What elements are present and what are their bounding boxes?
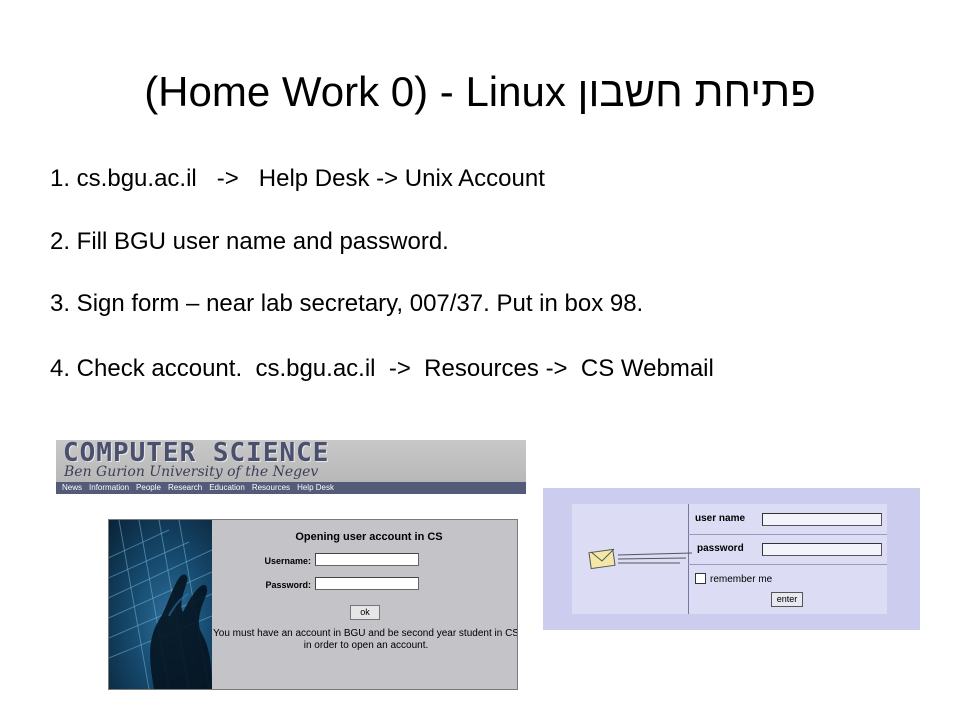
password-label: Password: xyxy=(265,580,311,590)
webmail-row-divider xyxy=(688,564,887,565)
keyboard-hand-photo xyxy=(109,520,212,689)
nav-research[interactable]: Research xyxy=(167,483,203,492)
nav-information[interactable]: Information xyxy=(89,483,130,492)
username-input[interactable] xyxy=(315,553,419,566)
form-note: You must have an account in BGU and be s… xyxy=(213,628,518,651)
webmail-password-input[interactable] xyxy=(762,543,882,556)
password-input[interactable] xyxy=(315,577,419,590)
keyboard-hand-illustration xyxy=(109,520,212,689)
remember-me-label: remember me xyxy=(710,574,773,585)
cs-nav-bar: News Information People Research Educati… xyxy=(56,482,526,494)
ok-button[interactable]: ok xyxy=(350,605,380,620)
webmail-divider xyxy=(688,504,689,614)
webmail-row-divider xyxy=(688,534,887,535)
nav-resources[interactable]: Resources xyxy=(251,483,291,492)
enter-button[interactable]: enter xyxy=(771,592,803,607)
webmail-user-label: user name xyxy=(695,513,746,524)
envelope-icon xyxy=(588,544,698,574)
cs-subtitle: Ben Gurion University of the Negev xyxy=(64,464,319,480)
username-label: Username: xyxy=(264,556,311,566)
nav-people[interactable]: People xyxy=(136,483,161,492)
form-title: Opening user account in CS xyxy=(295,531,443,543)
step-2: 2. Fill BGU user name and password. xyxy=(50,228,449,255)
step-4: 4. Check account. cs.bgu.ac.il -> Resour… xyxy=(50,355,714,382)
webmail-password-label: password xyxy=(697,543,744,554)
account-form-panel: Opening user account in CS Username: Pas… xyxy=(108,519,518,690)
remember-me-checkbox[interactable] xyxy=(695,573,706,584)
cs-logo: COMPUTER SCIENCE xyxy=(63,440,330,468)
nav-help-desk[interactable]: Help Desk xyxy=(297,483,334,492)
step-3: 3. Sign form – near lab secretary, 007/3… xyxy=(50,290,644,317)
step-1: 1. cs.bgu.ac.il -> Help Desk -> Unix Acc… xyxy=(50,165,545,192)
nav-news[interactable]: News xyxy=(62,483,83,492)
webmail-login-panel: user name password remember me enter xyxy=(543,488,920,630)
nav-education[interactable]: Education xyxy=(209,483,245,492)
slide-title: (Home Work 0) - Linux פתיחת חשבון xyxy=(144,68,816,115)
webmail-user-input[interactable] xyxy=(762,513,882,526)
cs-website-banner: COMPUTER SCIENCE Ben Gurion University o… xyxy=(56,440,526,494)
